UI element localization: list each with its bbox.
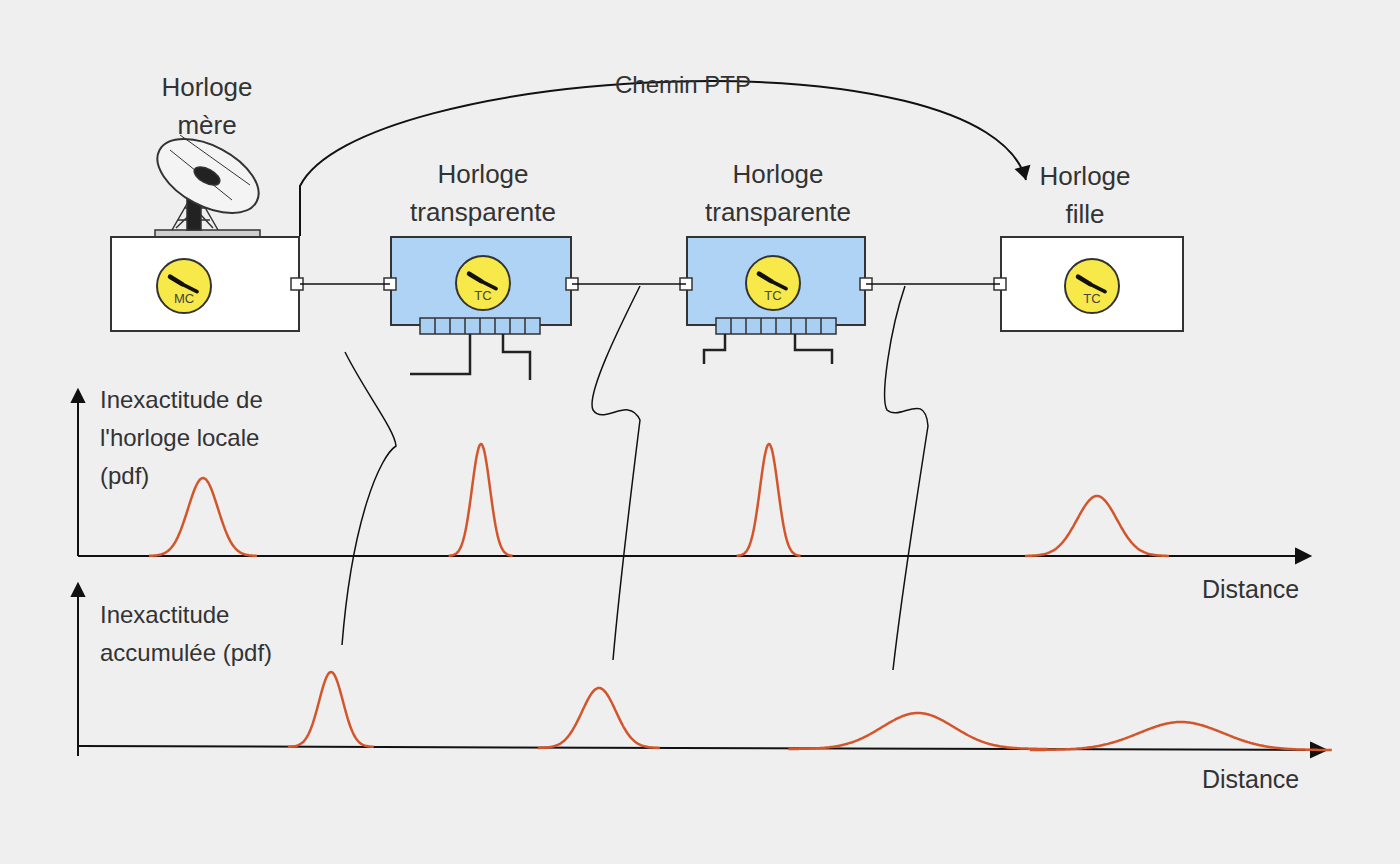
connector-line [572,283,686,285]
pdf-curve [538,688,660,748]
device-heading: Horloge fille [1020,157,1150,233]
dish-feed [191,163,222,189]
clock-device-box: Horloge transparenteTC [686,236,866,326]
clock-device-box: Horloge mèreMC [110,236,300,332]
axis-arrowhead [72,584,84,596]
clock-label: MC [158,291,210,306]
clock-face: MC [156,258,212,314]
port-bar-cells [435,318,525,334]
connector-line [300,283,390,285]
device-heading: Horloge transparente [383,155,583,231]
connector-line [300,81,1026,236]
clock-hand [771,281,786,288]
y-axis [77,592,79,756]
clock-device-box: Horloge transparenteTC [390,236,572,326]
x-axis [78,746,1315,750]
pdf-curve [449,444,513,556]
clock-face: TC [455,255,511,311]
clock-label: TC [1066,291,1118,306]
wire [704,334,725,364]
axis-label: Inexactitude accumulée (pdf) [100,596,315,672]
edge-label: Chemin PTP [615,66,751,104]
axis-arrowhead [72,390,84,402]
clock-hand [759,274,771,281]
pdf-curve [737,444,801,556]
pdf-curve [1025,496,1169,556]
clock-hand [170,277,182,284]
pdf-curve [788,713,1047,749]
clock-face: TC [745,255,801,311]
connector-line [866,283,1000,285]
leader-line [885,286,928,670]
connector [572,284,686,285]
port-bar [420,318,540,334]
x-axis [78,555,1300,557]
port-bar-cells [731,318,821,334]
clock-hand [481,281,496,288]
axis-label: Distance [1202,760,1400,798]
device-heading: Horloge transparente [678,155,878,231]
wire [503,334,530,380]
axis-arrowhead [1296,549,1310,563]
clock-hand [1090,284,1105,291]
clock-hand [182,284,197,291]
dish-ribs [170,135,250,200]
connector [300,284,390,285]
clock-label: TC [457,288,509,303]
pdf-curve [288,672,374,747]
clock-hand [1078,277,1090,284]
connector [866,284,1000,285]
connector [300,81,1030,236]
clock-face: TC [1064,258,1120,314]
port-bar [716,318,836,334]
device-heading: Horloge mère [142,68,272,144]
clock-device-box: Horloge filleTC [1000,236,1184,332]
clock-label: TC [747,288,799,303]
axis-label: Distance [1202,570,1400,608]
wire [795,334,832,364]
pdf-curve [149,478,257,556]
axis-label: Inexactitude de l'horloge locale (pdf) [100,381,315,495]
wire [410,334,470,374]
leader-line [592,286,640,660]
arrowhead [1014,165,1030,180]
y-axis [77,398,79,556]
clock-hand [469,274,481,281]
satellite-dish [145,124,270,237]
pdf-curve [1030,722,1332,750]
leader-line [342,352,396,645]
